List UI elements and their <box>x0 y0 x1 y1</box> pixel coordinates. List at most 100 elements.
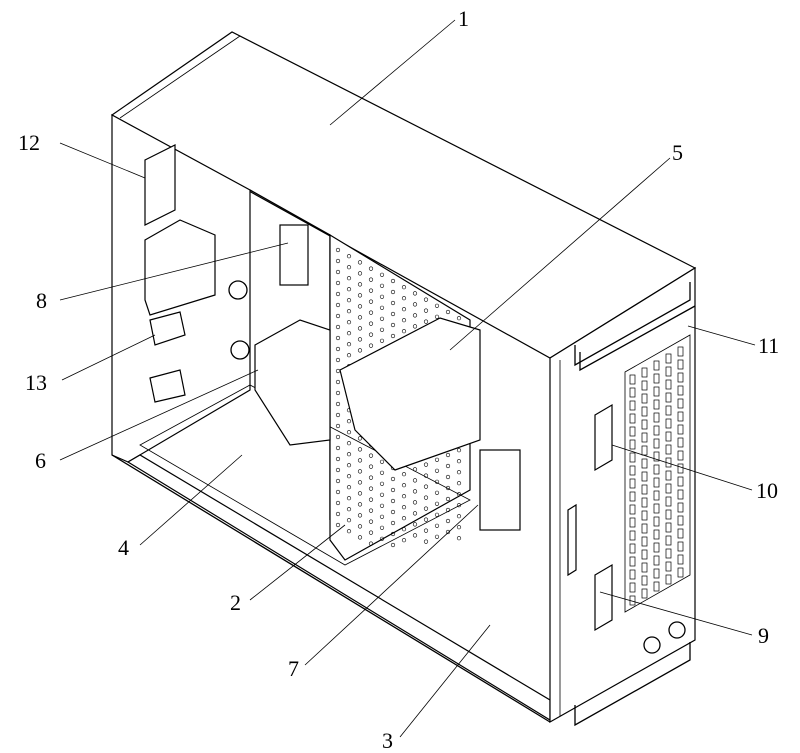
perforation-hole <box>379 525 385 530</box>
perforation-hole <box>335 357 341 363</box>
perforation-hole <box>368 530 374 535</box>
box-upper <box>144 219 216 316</box>
label-8: 8 <box>36 288 47 313</box>
perforation-hole <box>390 542 396 548</box>
perforation-hole <box>379 470 385 475</box>
perforation-hole <box>346 298 352 303</box>
bottom-edge <box>111 454 551 723</box>
perforation-hole <box>335 247 341 253</box>
perforation-hole <box>368 541 374 546</box>
perforation-hole <box>346 452 352 457</box>
vent-slot <box>653 555 660 566</box>
vent-slot <box>665 366 672 377</box>
component-8 <box>279 224 309 286</box>
perforation-hole <box>368 497 374 502</box>
perforation-hole <box>390 278 396 284</box>
leader-lines <box>59 19 756 738</box>
perforation-hole <box>379 492 385 497</box>
perforation-hole <box>357 282 363 287</box>
label-3: 3 <box>382 728 393 753</box>
perforation-hole <box>445 496 451 502</box>
vent-slot <box>629 491 636 502</box>
perforation-hole <box>412 511 418 516</box>
perforation-hole <box>401 285 407 290</box>
vent-slot <box>641 588 648 599</box>
vent-slot <box>641 510 648 521</box>
perforation-hole <box>368 475 374 480</box>
perforation-hole <box>335 302 341 308</box>
perforation-hole <box>390 300 396 306</box>
perforation-hole <box>401 527 407 532</box>
perforation-hole <box>335 335 341 341</box>
perforation-hole <box>335 324 341 330</box>
perforation-hole <box>434 512 440 517</box>
perforation-hole <box>456 459 462 464</box>
perforation-hole <box>335 269 341 275</box>
vent-slot <box>653 360 660 371</box>
perforation-hole <box>401 538 407 543</box>
perforation-hole <box>390 520 396 526</box>
perforation-hole <box>456 470 462 475</box>
vent-slot <box>641 393 648 404</box>
vent-slot <box>629 504 636 515</box>
perforation-hole <box>368 332 374 337</box>
vent-slot <box>665 535 672 546</box>
perforation-hole <box>390 476 396 482</box>
perforation-hole <box>335 423 341 429</box>
perforation-hole <box>357 326 363 331</box>
connector-1 <box>228 280 248 300</box>
vent-slot <box>629 517 636 528</box>
perforation-hole <box>357 304 363 309</box>
vent-slot <box>641 471 648 482</box>
perforation-hole <box>412 489 418 494</box>
perforation-hole <box>423 297 429 302</box>
vent-slot <box>665 353 672 364</box>
perforation-hole <box>368 277 374 282</box>
perforation-hole <box>335 500 341 506</box>
perforation-hole <box>390 333 396 339</box>
perforation-hole <box>445 309 451 315</box>
perforation-hole <box>423 462 429 467</box>
perforation-hole <box>379 327 385 332</box>
vent-slot <box>677 463 684 474</box>
perforation-hole <box>401 329 407 334</box>
vent-slot <box>641 497 648 508</box>
vent-slot <box>641 432 648 443</box>
perforation-hole <box>401 472 407 477</box>
vent-slot <box>677 372 684 383</box>
perforation-hole <box>346 430 352 435</box>
vent-slot <box>629 387 636 398</box>
vent-slot <box>665 470 672 481</box>
perforation-hole <box>379 514 385 519</box>
slot <box>567 503 577 577</box>
perforation-hole <box>412 313 418 318</box>
vent-slot <box>653 490 660 501</box>
label-6: 6 <box>35 448 46 473</box>
perforation-hole <box>335 478 341 484</box>
perforation-hole <box>434 523 440 528</box>
perforation-hole <box>379 459 385 464</box>
perforation-hole <box>401 483 407 488</box>
perforation-hole <box>357 480 363 485</box>
vent-slot <box>641 445 648 456</box>
label-4: 4 <box>118 535 129 560</box>
perforation-hole <box>456 536 462 541</box>
perforation-hole <box>346 287 352 292</box>
vent-slot <box>653 399 660 410</box>
perforation-hole <box>456 525 462 530</box>
perforation-hole <box>335 313 341 319</box>
perforation-hole <box>368 288 374 293</box>
vent-slot <box>653 412 660 423</box>
vent-slot <box>641 380 648 391</box>
vent-slot <box>653 542 660 553</box>
vent-slot <box>677 424 684 435</box>
vent-slot <box>665 561 672 572</box>
perforation-hole <box>346 485 352 490</box>
box-lower <box>149 369 186 403</box>
vent-slot <box>677 476 684 487</box>
perforation-hole <box>357 348 363 353</box>
perforation-hole <box>423 495 429 500</box>
vent-slot <box>677 515 684 526</box>
label-12: 12 <box>18 130 40 155</box>
perforation-hole <box>434 303 440 308</box>
